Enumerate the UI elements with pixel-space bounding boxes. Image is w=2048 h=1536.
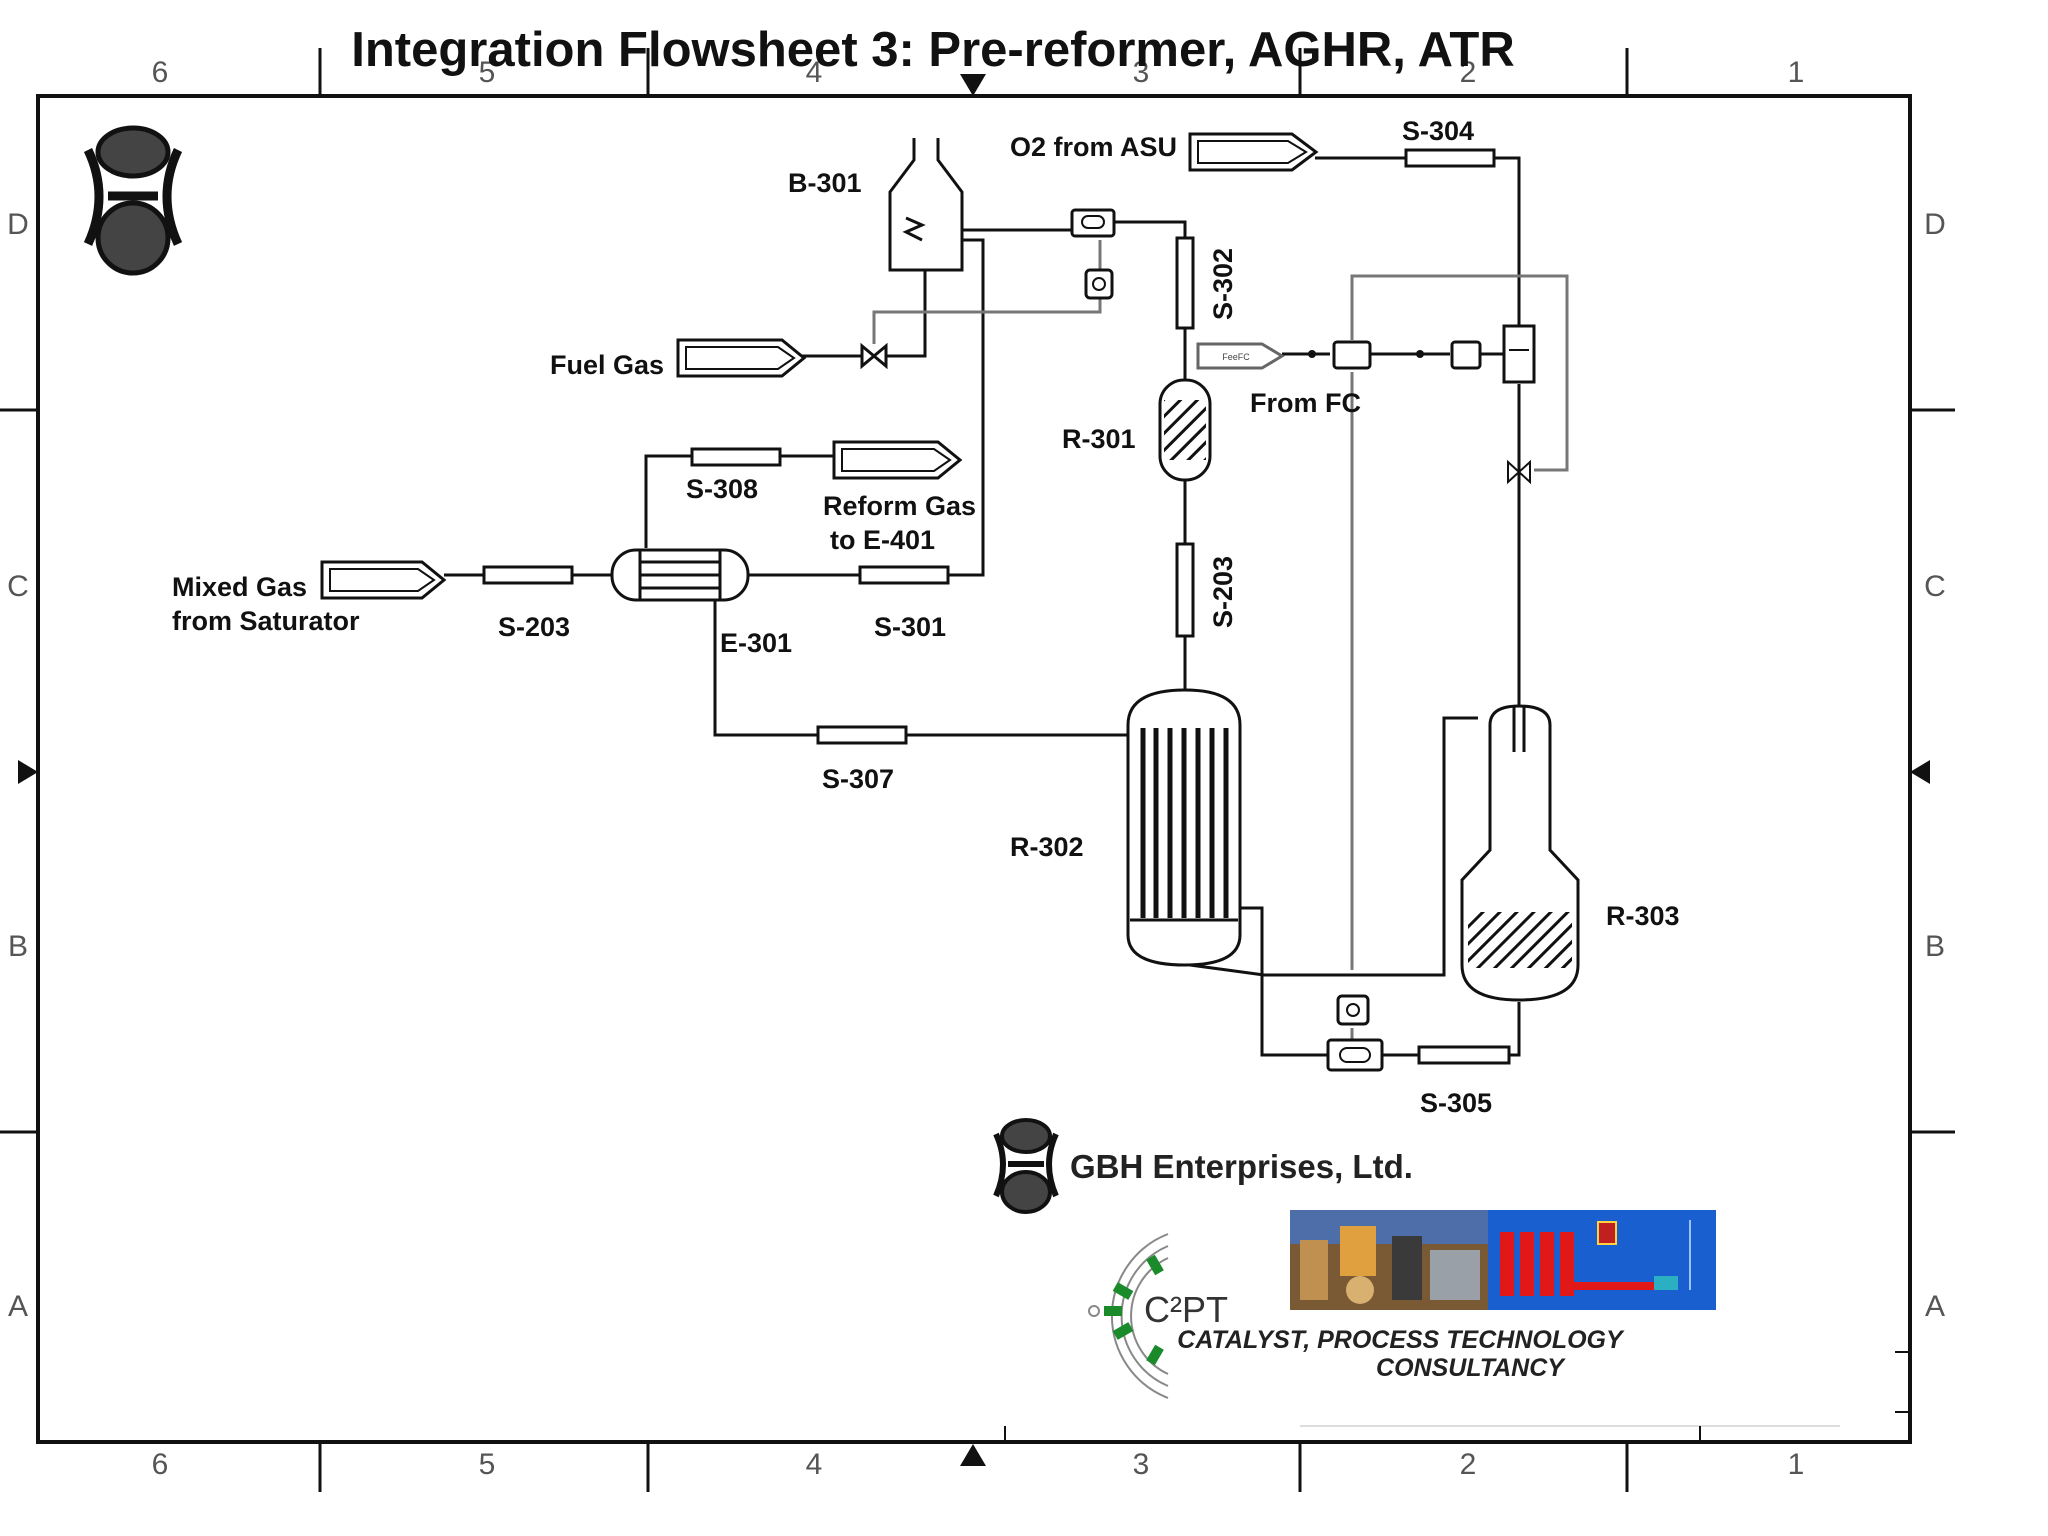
grid-row-label: B — [8, 930, 28, 963]
label-mixed-gas-source: from Saturator — [172, 606, 360, 636]
fuel-gas-valve-icon — [860, 342, 888, 370]
equipment-labels: O2 from ASU S-304 B-301 S-302 Fuel Gas F… — [172, 116, 1680, 1118]
from-fc-feed-arrow: FeeFC — [1196, 342, 1285, 370]
label-r301: R-301 — [1062, 424, 1136, 454]
b301-fired-heater-icon — [888, 138, 964, 272]
grid-col-label: 1 — [1788, 56, 1805, 89]
grid-row-label: A — [8, 1290, 28, 1323]
stream-s307-box — [816, 725, 908, 745]
grid-col-label: 5 — [479, 56, 496, 89]
o2-feed-arrow — [1188, 132, 1319, 172]
svg-text:FeeFC: FeeFC — [1222, 352, 1250, 362]
grid-col-label: 4 — [806, 1448, 823, 1481]
label-s305: S-305 — [1420, 1088, 1492, 1118]
grid-col-label: 5 — [479, 1448, 496, 1481]
label-e301: E-301 — [720, 628, 792, 658]
bottom-exchanger-icon — [1326, 994, 1384, 1072]
r302-aghr-reactor-icon — [1126, 688, 1242, 967]
grid-row-label: D — [1924, 208, 1946, 241]
company-name: GBH Enterprises, Ltd. — [1070, 1148, 1413, 1185]
label-s308: S-308 — [686, 474, 758, 504]
label-s301: S-301 — [874, 612, 946, 642]
fuel-gas-feed-arrow — [676, 338, 807, 378]
label-reform-gas-dest: to E-401 — [830, 525, 935, 555]
from-fc-mixer-icon — [1308, 340, 1482, 370]
grid-col-label: 3 — [1133, 56, 1150, 89]
mixed-gas-feed-arrow — [320, 560, 447, 600]
company-tagline-line2: CONSULTANCY — [1376, 1354, 1566, 1382]
gbh-logo-icon — [83, 125, 183, 276]
stream-s304-box — [1404, 148, 1496, 168]
label-mixed-gas: Mixed Gas — [172, 572, 307, 602]
grid-column-labels-top: 6 5 4 3 2 1 — [152, 56, 1805, 89]
stream-s301-box — [858, 565, 950, 585]
company-tagline-line1: CATALYST, PROCESS TECHNOLOGY — [1177, 1326, 1625, 1354]
process-pipes — [444, 156, 1569, 1057]
grid-col-label: 6 — [152, 1448, 169, 1481]
label-b301: B-301 — [788, 168, 862, 198]
stream-s302-box — [1175, 236, 1195, 330]
label-reform-gas: Reform Gas — [823, 491, 976, 521]
grid-col-label: 2 — [1460, 1448, 1477, 1481]
page-title: Integration Flowsheet 3: Pre-reformer, A… — [351, 23, 1514, 77]
grid-col-label: 3 — [1133, 1448, 1150, 1481]
grid-column-labels-bottom: 6 5 4 3 2 1 — [152, 1448, 1805, 1481]
reform-gas-product-arrow — [832, 440, 963, 480]
label-s304: S-304 — [1402, 116, 1474, 146]
stream-s203-box — [482, 565, 574, 585]
grid-row-label: A — [1925, 1290, 1945, 1323]
stream-s305-box — [1417, 1045, 1511, 1065]
flash-drum-icon — [1070, 208, 1116, 300]
stream-s308-box — [690, 447, 782, 467]
gbh-small-logo-icon — [993, 1118, 1059, 1214]
o2-burner-valve-icon — [1502, 324, 1536, 485]
label-r303: R-303 — [1606, 901, 1680, 931]
stream-s203-vert-box — [1175, 542, 1195, 638]
label-s307: S-307 — [822, 764, 894, 794]
grid-col-label: 6 — [152, 56, 169, 89]
grid-row-label: C — [7, 570, 29, 603]
r301-pre-reformer-icon — [1158, 378, 1212, 482]
label-fuel-gas: Fuel Gas — [550, 350, 664, 380]
label-o2-from-asu: O2 from ASU — [1010, 132, 1177, 162]
grid-row-label: D — [7, 208, 29, 241]
c2pt-text: C²PT — [1144, 1289, 1228, 1330]
grid-col-label: 4 — [806, 56, 823, 89]
label-s302: S-302 — [1208, 248, 1238, 320]
r303-atr-reactor-icon — [1460, 704, 1580, 1002]
grid-row-label: B — [1925, 930, 1945, 963]
c2pt-logo-icon — [1088, 1233, 1169, 1399]
process-photos-image — [1290, 1210, 1488, 1310]
label-s203-vertical: S-203 — [1208, 556, 1238, 628]
grid-row-label: C — [1924, 570, 1946, 603]
drawing-frame — [0, 48, 1955, 1492]
label-from-fc: From FC — [1250, 388, 1361, 418]
label-s203: S-203 — [498, 612, 570, 642]
grid-row-labels: D C B A D C B A — [7, 208, 1946, 1323]
process-schematic-image — [1488, 1210, 1716, 1310]
e301-heat-exchanger-icon — [610, 548, 750, 602]
grid-col-label: 2 — [1460, 56, 1477, 89]
grid-col-label: 1 — [1788, 1448, 1805, 1481]
label-r302: R-302 — [1010, 832, 1084, 862]
